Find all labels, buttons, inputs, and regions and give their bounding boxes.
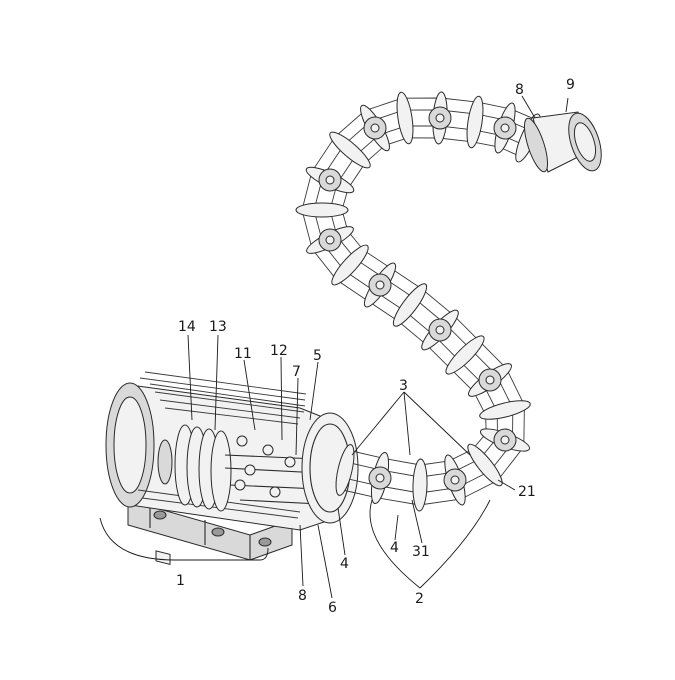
segment-ring xyxy=(392,283,428,327)
label-6: 6 xyxy=(328,600,337,616)
segment-ring xyxy=(412,458,428,512)
joint-hub xyxy=(450,475,460,485)
label-8-bottom: 8 xyxy=(298,588,307,604)
segment-ring xyxy=(396,91,414,145)
label-13: 13 xyxy=(209,319,227,335)
joint-hub xyxy=(435,325,445,335)
segment-ring xyxy=(335,444,355,496)
label-21: 21 xyxy=(518,484,536,500)
label-31: 31 xyxy=(412,544,430,560)
joint-hub xyxy=(325,175,335,185)
joint-hub xyxy=(370,123,380,133)
segment-ring xyxy=(467,443,503,487)
segment-ring xyxy=(329,131,371,169)
joint-hub xyxy=(435,113,445,123)
label-5: 5 xyxy=(313,348,322,364)
segment-ring xyxy=(466,95,484,149)
label-11: 11 xyxy=(234,346,252,362)
motor-internal-discs xyxy=(157,424,232,512)
label-1: 1 xyxy=(176,573,185,589)
label-8-top: 8 xyxy=(515,82,524,98)
label-14: 14 xyxy=(178,319,196,335)
joint-hub xyxy=(500,435,510,445)
joint-hub xyxy=(500,123,510,133)
end-effector xyxy=(523,111,602,173)
label-3: 3 xyxy=(399,378,408,394)
part-callouts: 9 8 14 13 11 12 5 7 3 21 4 4 31 1 8 6 2 xyxy=(176,77,575,616)
leader-lines xyxy=(187,95,569,599)
segment-ring xyxy=(295,202,349,218)
label-7: 7 xyxy=(292,364,301,380)
segment-ring xyxy=(479,400,531,420)
joint-hub xyxy=(325,235,335,245)
motor-housing xyxy=(99,371,359,566)
joint-hub xyxy=(485,375,495,385)
cooling-fins xyxy=(137,371,307,519)
label-4-right: 4 xyxy=(390,540,399,556)
label-12: 12 xyxy=(270,343,288,359)
segment-ring xyxy=(445,335,485,375)
joint-hub xyxy=(375,473,385,483)
segment-ring xyxy=(331,244,369,286)
label-9: 9 xyxy=(566,77,575,93)
joint-hub xyxy=(375,280,385,290)
label-4-left: 4 xyxy=(340,556,349,572)
label-2: 2 xyxy=(415,591,424,607)
